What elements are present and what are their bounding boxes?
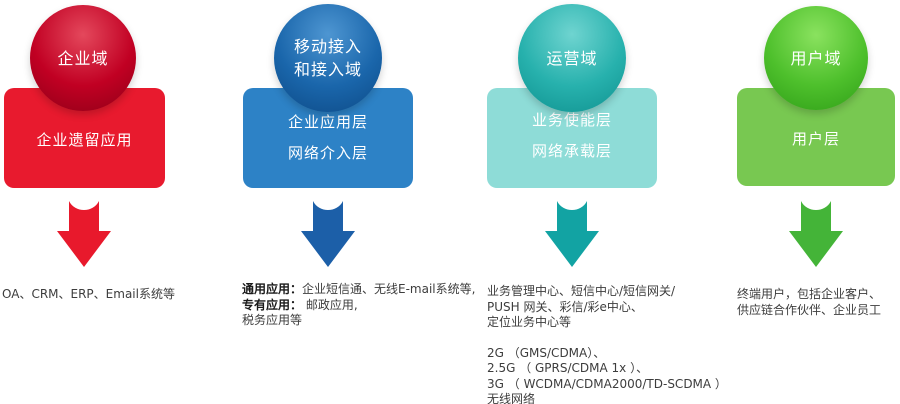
down-arrow-icon <box>57 201 111 267</box>
description-text: 3G （ WCDMA/CDMA2000/TD-SCDMA ） <box>487 376 727 391</box>
description-line: PUSH 网关、彩信/彩e中心、 <box>487 300 727 316</box>
description-line: 税务应用等 <box>242 313 475 329</box>
description-line: 3G （ WCDMA/CDMA2000/TD-SCDMA ） <box>487 377 727 393</box>
description-text: 供应链合作伙伴、企业员工 <box>737 302 882 317</box>
column-mobile-access-domain: 企业应用层 网络介入层 移动接入 和接入域 通用应用：企业短信通、无线E-mai… <box>238 0 475 404</box>
description-line: OA、CRM、ERP、Email系统等 <box>2 287 175 303</box>
description-bold: 专有应用： <box>242 297 303 312</box>
domain-label: 运营域 <box>546 48 598 68</box>
description-line: 终端用户，包括企业客户、 <box>737 287 881 303</box>
column-user-domain: 用户层 用户域 终端用户，包括企业客户、 供应链合作伙伴、企业员工 <box>732 0 900 404</box>
down-arrow-icon <box>789 201 843 267</box>
domain-label: 移动接入 <box>293 37 362 56</box>
description-line: 定位业务中心等 <box>487 315 727 331</box>
domain-label: 企业域 <box>57 48 109 68</box>
description-line: 2G （GMS/CDMA）、 <box>487 346 727 362</box>
description-mobile-access: 通用应用：企业短信通、无线E-mail系统等, 专有应用： 邮政应用, 税务应用… <box>242 282 475 329</box>
description-line: 无线网络 <box>487 392 727 404</box>
user-domain-sphere: 用户域 <box>764 6 868 110</box>
description-text: 2.5G （ GPRS/CDMA 1x ）、 <box>487 361 649 375</box>
enterprise-domain-sphere: 企业域 <box>30 5 136 111</box>
description-bold: 通用应用： <box>242 282 303 296</box>
column-enterprise-domain: 企业遗留应用 企业域 OA、CRM、ERP、Email系统等 <box>0 0 180 404</box>
description-text: 2G （GMS/CDMA）、 <box>487 345 606 360</box>
description-text: 邮政应用, <box>302 297 358 312</box>
layer-label: 用户层 <box>791 130 840 148</box>
layer-label: 企业遗留应用 <box>36 131 133 149</box>
mobile-access-domain-sphere: 移动接入 和接入域 <box>274 4 382 112</box>
column-operation-domain: 业务使能层 网络承载层 运营域 业务管理中心、短信中心/短信网关/ PUSH 网… <box>482 0 727 404</box>
layer-label: 网络介入层 <box>287 144 368 162</box>
description-enterprise: OA、CRM、ERP、Email系统等 <box>2 287 175 303</box>
layer-box-user: 用户层 <box>737 88 895 186</box>
operation-domain-sphere: 运营域 <box>518 4 626 112</box>
description-text: PUSH 网关、彩信/彩e中心、 <box>487 299 643 314</box>
description-text: 税务应用等 <box>242 313 303 327</box>
description-line: 专有应用： 邮政应用, <box>242 298 475 314</box>
description-user: 终端用户，包括企业客户、 供应链合作伙伴、企业员工 <box>737 287 881 318</box>
description-line: 供应链合作伙伴、企业员工 <box>737 303 881 319</box>
description-text: 定位业务中心等 <box>487 315 572 329</box>
layer-label: 业务使能层 <box>531 111 612 129</box>
down-arrow-icon <box>301 201 355 267</box>
domain-label: 用户域 <box>790 48 842 68</box>
description-text: OA、CRM、ERP、Email系统等 <box>2 287 175 301</box>
description-text: 企业短信通、无线E-mail系统等, <box>302 282 476 296</box>
description-text: 终端用户，包括企业客户、 <box>737 287 882 301</box>
description-line: 业务管理中心、短信中心/短信网关/ <box>487 284 727 300</box>
layer-label: 网络承载层 <box>531 142 612 160</box>
description-operation: 业务管理中心、短信中心/短信网关/ PUSH 网关、彩信/彩e中心、 定位业务中… <box>487 284 727 404</box>
description-text: 无线网络 <box>487 392 536 404</box>
layer-label: 企业应用层 <box>287 113 368 131</box>
description-line: 通用应用：企业短信通、无线E-mail系统等, <box>242 282 475 298</box>
description-line: 2.5G （ GPRS/CDMA 1x ）、 <box>487 361 727 377</box>
domain-label: 和接入域 <box>293 60 362 79</box>
description-line <box>487 331 727 346</box>
description-text: 业务管理中心、短信中心/短信网关/ <box>487 284 676 298</box>
down-arrow-icon <box>545 201 599 267</box>
